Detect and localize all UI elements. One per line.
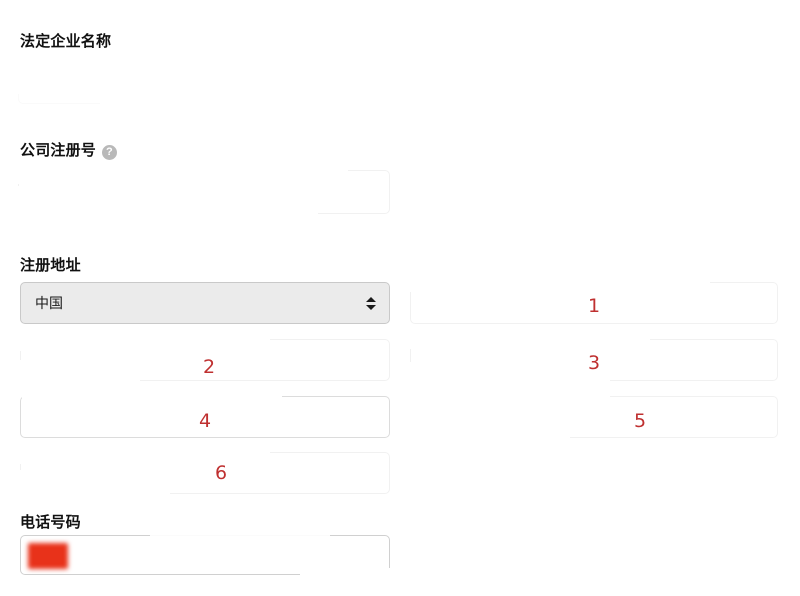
label-row: 注册地址 — [20, 256, 81, 276]
legal-business-name-label: 法定企业名称 — [20, 32, 111, 52]
company-registration-number-label: 公司注册号 ? — [20, 141, 118, 161]
label-row: 公司注册号 ? — [20, 141, 118, 161]
address-line-right-5-input[interactable] — [410, 396, 778, 438]
label-row: 法定企业名称 — [20, 32, 111, 52]
address-line-right-3-input[interactable] — [410, 339, 778, 381]
china-flag-icon[interactable] — [28, 543, 68, 569]
address-line-left-4-input[interactable] — [20, 396, 390, 438]
registered-address-label-text: 注册地址 — [20, 257, 81, 274]
address-line-right-1-input[interactable] — [410, 282, 778, 324]
phone-number-label: 电话号码 — [20, 513, 81, 533]
country-select-value: 中国 — [35, 296, 63, 312]
label-row: 电话号码 — [20, 513, 81, 533]
company-registration-number-label-text: 公司注册号 — [20, 142, 97, 159]
company-registration-number-input[interactable] — [18, 170, 390, 214]
address-line-left-6-input[interactable] — [20, 452, 390, 494]
help-circle-icon[interactable]: ? — [102, 144, 118, 160]
chevron-up-down-icon — [365, 294, 377, 312]
phone-number-label-text: 电话号码 — [20, 514, 81, 531]
phone-number-input[interactable] — [20, 535, 390, 575]
country-select[interactable]: 中国 — [20, 282, 390, 324]
registered-address-label: 注册地址 — [20, 256, 81, 276]
legal-business-name-input[interactable] — [18, 60, 390, 104]
address-line-left-2-input[interactable] — [20, 339, 390, 381]
legal-business-name-label-text: 法定企业名称 — [20, 33, 112, 50]
